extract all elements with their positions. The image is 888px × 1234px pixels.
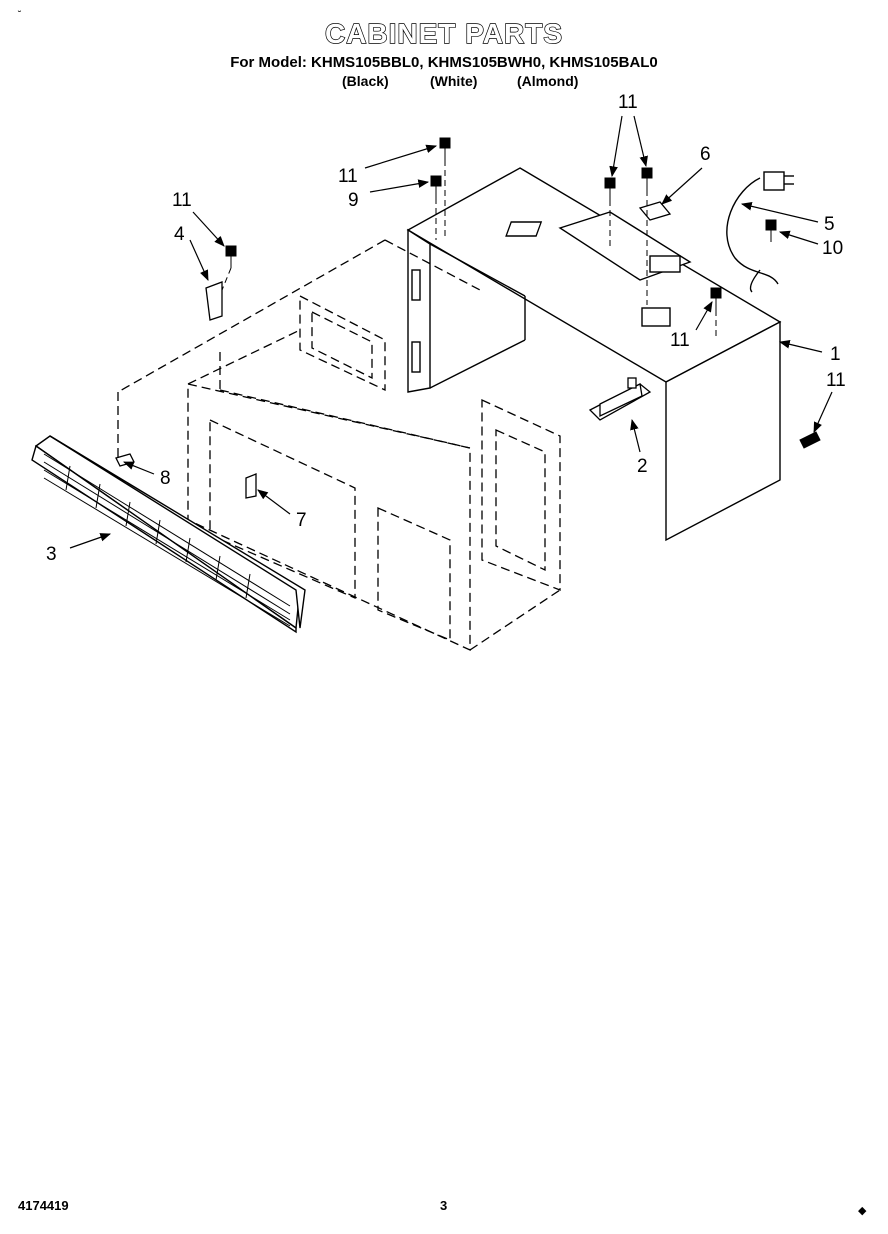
outer-cabinet [406, 167, 782, 542]
screw-icon [765, 219, 777, 242]
callout-2: 2 [637, 456, 648, 477]
alignment-lines [221, 160, 717, 340]
bracket-part-2 [588, 377, 652, 421]
callout-7: 7 [296, 510, 307, 531]
color-white: (White) [430, 73, 478, 89]
callout-9: 9 [348, 190, 359, 211]
color-black: (Black) [342, 73, 389, 89]
clip-part-4 [205, 281, 223, 321]
corner-mark-top-left: ˘ [18, 10, 22, 21]
screw-icon [604, 177, 616, 200]
screw-icon [710, 287, 722, 310]
screw-icon [430, 175, 442, 198]
screw-icon [225, 245, 237, 268]
callout-4: 4 [174, 224, 185, 245]
screw-icon [641, 167, 653, 190]
clip-part-7 [245, 473, 257, 499]
callout-11: 11 [670, 330, 690, 351]
color-almond: (Almond) [517, 73, 579, 89]
callout-leaders [69, 115, 833, 549]
callout-3: 3 [46, 544, 57, 565]
front-grille [31, 435, 306, 634]
corner-mark-bottom-right: ◆ [858, 1205, 867, 1217]
callout-11: 11 [172, 190, 192, 211]
power-cord [726, 171, 794, 293]
document-number: 4174419 [18, 1198, 69, 1213]
callout-6: 6 [700, 144, 711, 165]
inner-cavity-frame [117, 239, 561, 652]
callout-5: 5 [824, 214, 835, 235]
callout-11: 11 [826, 370, 846, 391]
callout-11: 11 [618, 92, 638, 113]
page-number: 3 [440, 1198, 448, 1213]
model-list: For Model: KHMS105BBL0, KHMS105BWH0, KHM… [230, 54, 658, 71]
callout-11: 11 [338, 166, 358, 187]
clip-part-8 [115, 453, 135, 467]
callout-10: 10 [822, 238, 843, 259]
screw-icon [439, 137, 451, 160]
page-title: CABINET PARTS [324, 17, 564, 49]
callout-8: 8 [160, 468, 171, 489]
callout-1: 1 [830, 344, 841, 365]
plate-part-6 [638, 201, 672, 221]
screw-icon [799, 431, 821, 449]
